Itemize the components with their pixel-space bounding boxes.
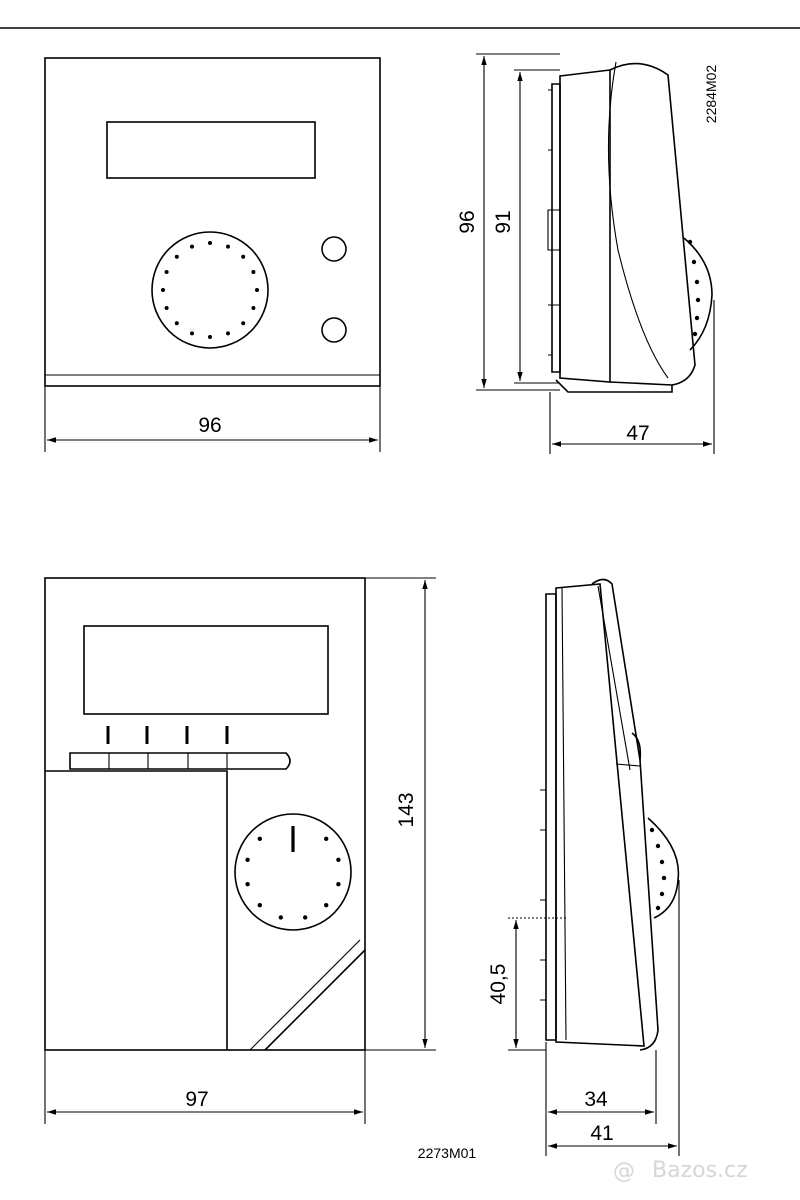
knob-dot [161,288,165,292]
top-side-height-outer-label: 96 [456,210,479,233]
knob-dot [190,331,194,336]
knob-dot [694,315,700,321]
top-knob-dots [161,241,259,339]
bottom-button-markers [106,726,229,744]
bottom-cover-panel [45,770,228,1050]
knob-dot [278,915,283,920]
top-figure-code: 2284M02 [703,65,719,124]
bottom-figure-code: 2273M01 [418,1145,477,1161]
knob-dot [694,279,700,285]
knob-dot [174,321,179,326]
knob-dot [691,259,697,265]
watermark: @ Bazos.cz [613,1158,748,1184]
top-side-height-inner-label: 91 [492,210,515,233]
knob-dot [659,859,665,865]
knob-dot [692,331,698,337]
knob-dot [241,254,246,259]
knob-dot [164,306,169,310]
at-sign-logo-icon: @ [613,1159,635,1184]
top-side-knob-dots [687,239,701,337]
top-side-height-dimensions: 96 91 [456,53,560,391]
knob-dot [164,270,169,274]
knob-dot [336,882,341,887]
top-button-lower [321,317,347,343]
bottom-button-strip [69,752,291,770]
knob-dot [241,321,246,326]
knob-dot [661,875,667,881]
top-side-depth-dimension: 47 [549,300,715,454]
knob-dot [208,241,212,245]
bottom-front-height-dimension: 143 [365,577,436,1051]
knob-dot [245,857,250,862]
knob-dot [208,335,212,339]
knob-dot [659,891,665,897]
top-rotary-knob [151,231,269,349]
bottom-rotary-knob [234,813,352,931]
knob-dot [655,905,661,911]
knob-dot [655,843,661,849]
knob-dot [649,827,655,833]
top-front-view [44,57,381,387]
bottom-side-mount-dimension: 40,5 [487,917,566,1051]
knob-dot [251,306,256,310]
top-side-depth-label: 47 [626,422,649,445]
knob-dot [245,882,250,887]
knob-dot [174,254,179,259]
top-front-width-dimension: 96 [44,386,381,452]
knob-dot [255,288,259,292]
top-front-width-label: 96 [198,414,221,437]
knob-dot [226,331,230,336]
knob-dot [695,297,701,303]
bottom-front-width-dimension: 97 [44,1050,366,1124]
knob-dot [251,270,256,274]
knob-dot [257,836,262,841]
bottom-side-knob-bump [647,817,680,919]
knob-dot [324,836,329,841]
knob-dot [190,244,194,249]
bottom-side-depth-inner-label: 34 [584,1088,608,1111]
bottom-front-height-label: 143 [395,792,418,827]
bottom-side-depth-dimensions: 34 41 [545,880,680,1156]
bottom-display-window [83,625,329,715]
knob-dot [257,903,262,908]
knob-dot [226,244,230,249]
knob-dot [336,857,341,862]
bottom-side-mount-label: 40,5 [487,964,510,1005]
knob-dot [687,239,693,245]
bottom-front-width-label: 97 [185,1088,208,1111]
top-button-upper [321,236,347,262]
bottom-side-view [540,578,680,1051]
knob-dot [324,903,329,908]
bottom-side-depth-outer-label: 41 [590,1122,613,1145]
watermark-text: Bazos.cz [652,1158,748,1183]
bottom-front-view [44,577,366,1051]
knob-dot [303,915,308,920]
top-side-view [547,61,713,393]
top-display-window [106,121,316,179]
top-side-knob-bump [683,237,713,351]
bottom-knob-dots [245,836,341,920]
bottom-side-knob-dots [649,827,667,911]
